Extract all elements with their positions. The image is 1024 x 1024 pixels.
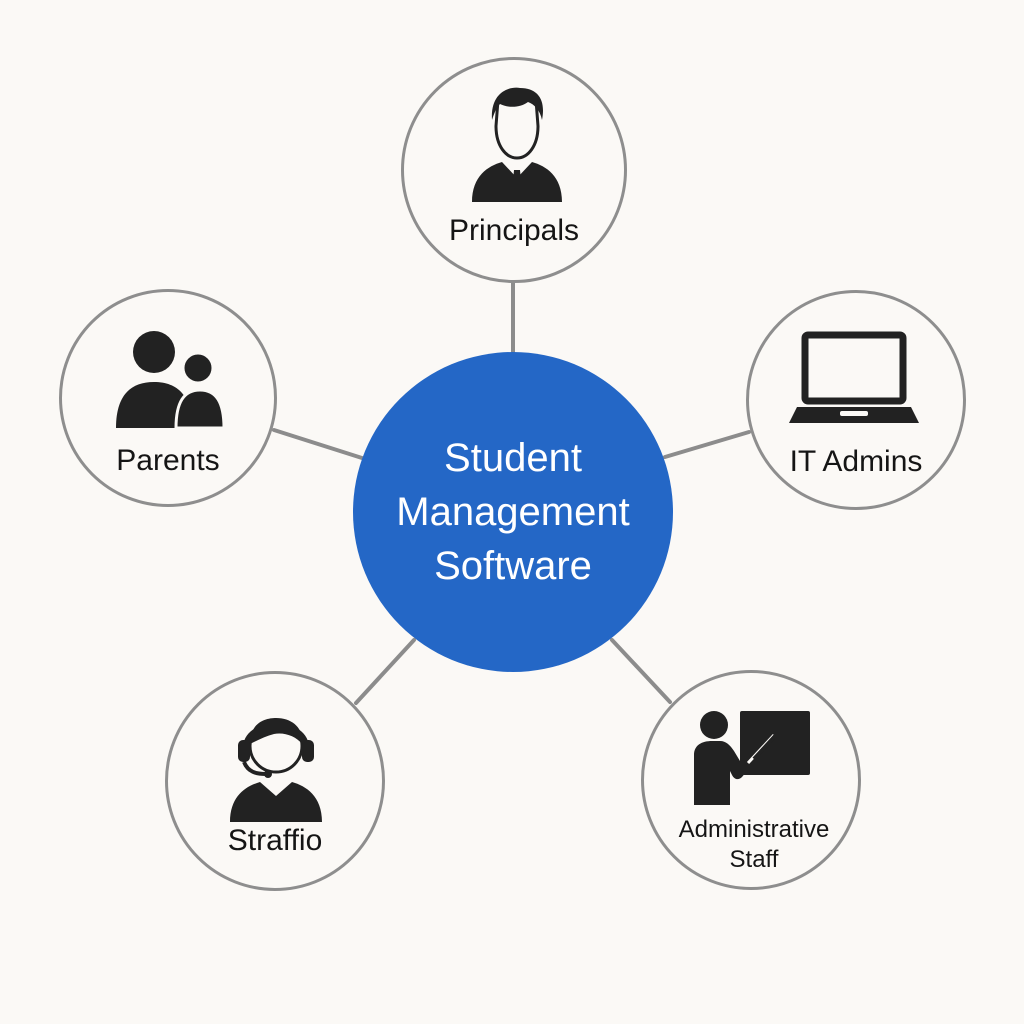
connector-it-admins <box>663 430 751 459</box>
node-principals: Principals <box>401 57 627 283</box>
connector-parents <box>272 428 364 460</box>
node-label: Administrative Staff <box>654 815 854 875</box>
businessman-icon <box>472 87 562 202</box>
node-staffio: Straffio <box>165 671 385 891</box>
laptop-icon <box>789 331 919 423</box>
node-parents: Parents <box>59 289 277 507</box>
node-label: IT Admins <box>789 445 923 478</box>
parent-and-child-icon <box>116 331 226 428</box>
node-admin-staff: Administrative Staff <box>641 670 861 890</box>
node-label-line: Staff <box>729 846 779 873</box>
hub-title: Student Management Software <box>373 431 653 593</box>
node-label: Straffio <box>227 824 323 857</box>
center-hub: Student Management Software <box>353 352 673 672</box>
node-it-admins: IT Admins <box>746 290 966 510</box>
presenter-board-icon <box>694 711 810 805</box>
connector-staffio <box>354 638 416 705</box>
hub-title-line: Software <box>434 544 592 588</box>
node-label-line: Administrative <box>678 816 830 843</box>
node-label: Principals <box>448 214 580 247</box>
connector-admin-staff <box>610 638 672 704</box>
hub-title-line: Student <box>444 436 582 480</box>
node-label: Parents <box>116 444 220 477</box>
headset-support-icon <box>230 718 322 822</box>
hub-title-line: Management <box>396 490 630 534</box>
